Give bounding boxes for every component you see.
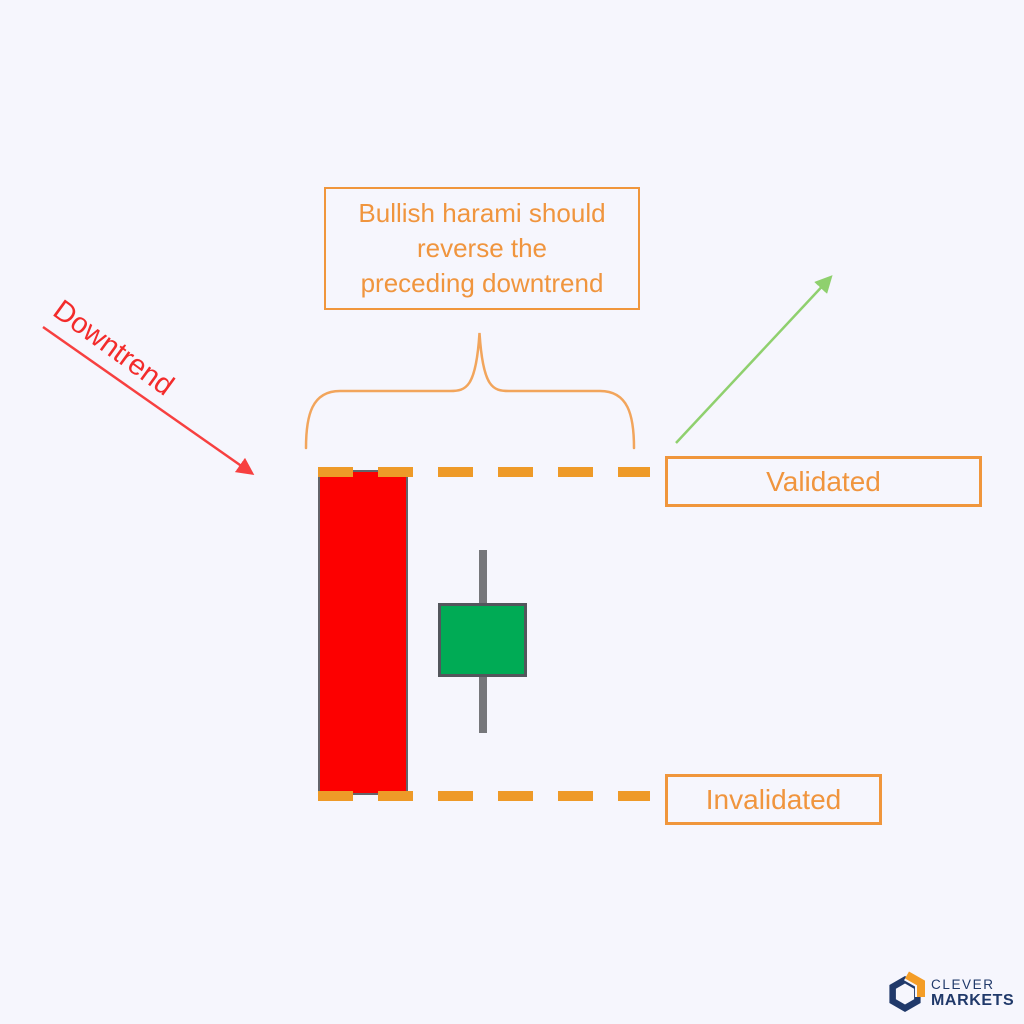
logo-wordmark: CLEVER MARKETS <box>931 976 1015 1009</box>
bullish-candle-body <box>438 603 527 677</box>
logo-word-clever: CLEVER <box>931 976 995 992</box>
annotation-box: Bullish harami should reverse the preced… <box>324 187 640 310</box>
validated-uptrend-arrow <box>675 275 833 444</box>
annotation-line: preceding downtrend <box>360 268 604 298</box>
logo-hexagon-icon <box>889 971 926 1012</box>
bearish-candle-body <box>318 470 408 795</box>
downtrend-label: Downtrend <box>47 294 180 403</box>
invalidated-box: Invalidated <box>665 774 882 825</box>
validated-box: Validated <box>665 456 982 507</box>
annotation-line: Bullish harami should <box>358 198 606 228</box>
invalidated-label: Invalidated <box>705 783 842 815</box>
annotation-line: reverse the <box>416 233 548 263</box>
validated-label: Validated <box>766 465 881 497</box>
downtrend-arrow <box>42 325 255 476</box>
logo-word-markets: MARKETS <box>931 991 1015 1009</box>
curly-brace <box>304 332 636 450</box>
clever-markets-logo: CLEVER MARKETS <box>886 971 1014 1015</box>
